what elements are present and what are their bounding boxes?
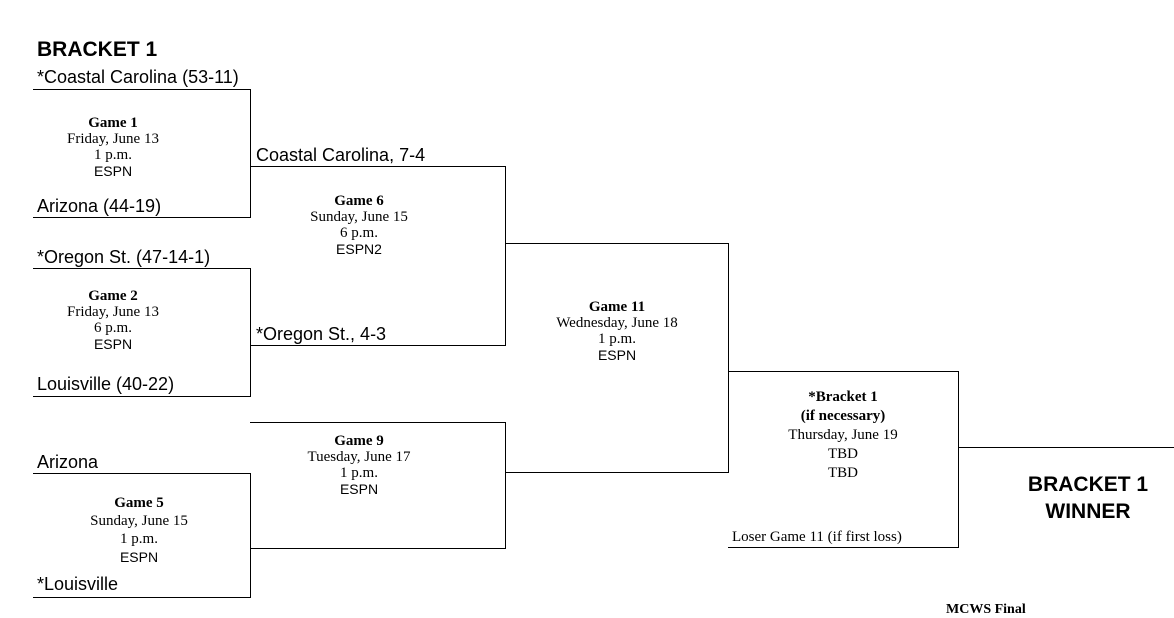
team-arizona-game5: Arizona xyxy=(37,452,99,472)
game9-info: Game 9 Tuesday, June 17 1 p.m. ESPN xyxy=(259,433,459,497)
game11-connector xyxy=(728,243,729,473)
game1-bottom-line xyxy=(33,217,251,218)
final-date: Thursday, June 19 xyxy=(788,427,898,443)
game9-time: 1 p.m. xyxy=(340,465,378,481)
game1-connector xyxy=(250,89,251,218)
game6-connector xyxy=(505,166,506,346)
game5-time: 1 p.m. xyxy=(120,531,158,547)
winner-line xyxy=(958,447,1174,448)
game6-date: Sunday, June 15 xyxy=(310,209,408,225)
game11-time: 1 p.m. xyxy=(598,331,636,347)
team-arizona-seed: Arizona (44-19) xyxy=(37,196,162,216)
game6-info: Game 6 Sunday, June 15 6 p.m. ESPN2 xyxy=(259,193,459,257)
game2-title: Game 2 xyxy=(88,288,138,304)
game1-time: 1 p.m. xyxy=(94,147,132,163)
bracket-title: BRACKET 1 xyxy=(37,38,158,61)
game2-date: Friday, June 13 xyxy=(67,304,159,320)
game9-bottom-line xyxy=(250,548,506,549)
game1-top-line xyxy=(33,89,251,90)
game5-info: Game 5 Sunday, June 15 1 p.m. ESPN xyxy=(39,494,239,566)
game11-top-line xyxy=(505,243,729,244)
team-louisville-game5: *Louisville xyxy=(37,574,119,594)
loser-note: Loser Game 11 (if first loss) xyxy=(732,529,902,545)
game9-network: ESPN xyxy=(339,481,379,497)
game6-title: Game 6 xyxy=(334,193,384,209)
game1-title: Game 1 xyxy=(88,115,138,131)
final-top-line xyxy=(728,371,959,372)
game2-info: Game 2 Friday, June 13 6 p.m. ESPN xyxy=(13,288,213,352)
final-connector xyxy=(958,371,959,548)
game5-title: Game 5 xyxy=(114,495,164,511)
final-title: *Bracket 1 xyxy=(808,389,878,405)
game11-bottom-line xyxy=(505,472,729,473)
mcws-final-partial: MCWS Final xyxy=(946,602,1026,617)
game1-info: Game 1 Friday, June 13 1 p.m. ESPN xyxy=(13,115,213,179)
game5-date: Sunday, June 15 xyxy=(90,513,188,529)
game6-network: ESPN2 xyxy=(336,241,382,257)
team-coastal-carolina-game6: Coastal Carolina, 7-4 xyxy=(256,145,426,165)
game1-date: Friday, June 13 xyxy=(67,131,159,147)
game1-network: ESPN xyxy=(93,163,133,179)
game6-top-line xyxy=(250,166,506,167)
team-oregon-st-seed: *Oregon St. (47-14-1) xyxy=(37,247,211,267)
team-coastal-carolina-seed: *Coastal Carolina (53-11) xyxy=(37,67,239,87)
final-game-info: *Bracket 1 (if necessary) Thursday, June… xyxy=(743,388,943,483)
final-time: TBD xyxy=(828,446,858,462)
team-louisville-seed: Louisville (40-22) xyxy=(37,374,175,394)
final-bottom-line xyxy=(728,547,959,548)
game2-bottom-line xyxy=(33,396,251,397)
game6-bottom-line xyxy=(250,345,506,346)
game5-network: ESPN xyxy=(119,549,159,565)
game6-time: 6 p.m. xyxy=(340,225,378,241)
game9-title: Game 9 xyxy=(334,433,384,449)
game11-info: Game 11 Wednesday, June 18 1 p.m. ESPN xyxy=(517,299,717,363)
game5-connector xyxy=(250,473,251,598)
game11-date: Wednesday, June 18 xyxy=(556,315,678,331)
final-network: TBD xyxy=(828,465,858,481)
game11-title: Game 11 xyxy=(588,299,646,315)
game2-network: ESPN xyxy=(93,336,133,352)
bracket-winner-label: BRACKET 1 WINNER xyxy=(1027,473,1149,523)
game9-top-line xyxy=(250,422,506,423)
game11-network: ESPN xyxy=(597,347,637,363)
game2-connector xyxy=(250,268,251,397)
game9-date: Tuesday, June 17 xyxy=(307,449,411,465)
game9-connector xyxy=(505,422,506,549)
game2-top-line xyxy=(33,268,251,269)
game5-top-line xyxy=(33,473,251,474)
final-subtitle: (if necessary) xyxy=(800,408,886,424)
game5-bottom-line xyxy=(33,597,251,598)
team-oregon-st-game6: *Oregon St., 4-3 xyxy=(256,324,387,344)
game2-time: 6 p.m. xyxy=(94,320,132,336)
